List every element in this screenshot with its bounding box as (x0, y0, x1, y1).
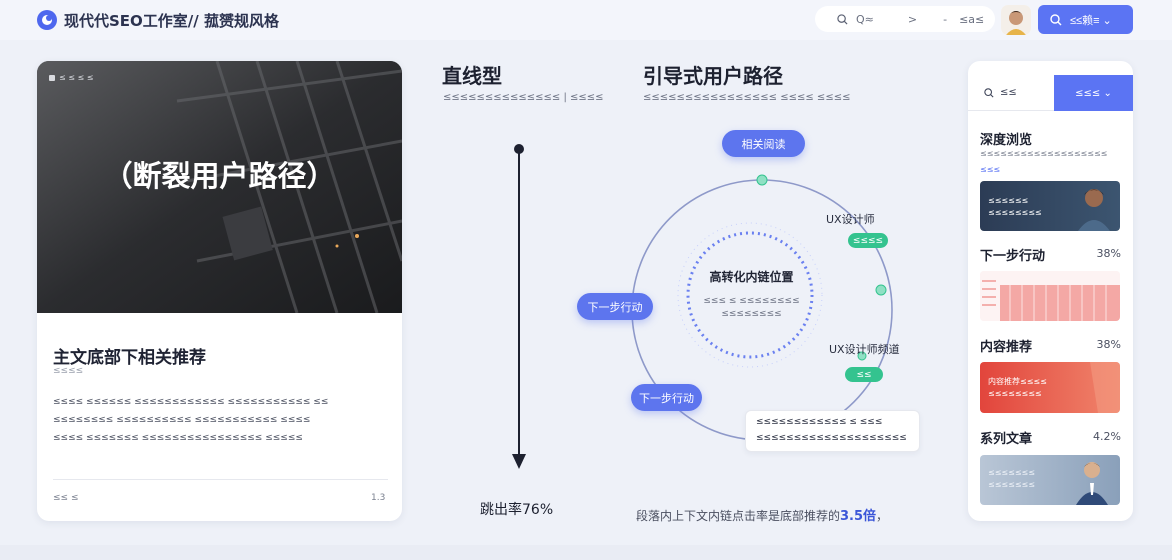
thumb-text-line: ≤≤≤≤≤≤≤ (988, 468, 1035, 477)
hero-image: ≤ ≤ ≤ ≤ （断裂用户路径） (37, 61, 402, 313)
thumb-chart[interactable] (980, 271, 1120, 321)
center-desc-line: ≤≤≤≤≤≤≤≤ (721, 309, 782, 319)
section-title-series: 系列文章 (980, 432, 1033, 447)
inner-ring-glow (677, 222, 823, 368)
sidebar-title: 深度浏览 (980, 133, 1033, 148)
section-value-series: 4.2% (1093, 430, 1121, 443)
thumb-text-line: ≤≤≤≤≤≤≤ (988, 480, 1035, 489)
broken-path-card: ≤ ≤ ≤ ≤ （断裂用户路径） 主文底部下相关推荐 ≤≤≤≤ ≤≤≤≤ ≤≤≤… (37, 61, 402, 521)
status-badge: ≤≤≤≤ (848, 233, 888, 248)
section-title-content-rec: 内容推荐 (980, 340, 1033, 355)
bounce-rate: 跳出率76% (480, 502, 554, 518)
card-footer-label: ≤≤ ≤ (53, 493, 79, 503)
linear-subtitle: ≤≤≤≤≤≤≤≤≤≤≤≤≤≤ | ≤≤≤≤ (443, 92, 604, 103)
avatar[interactable] (1001, 5, 1031, 35)
search-button-label: ≤≤赖≡ ⌄ (1070, 14, 1112, 27)
search-button[interactable]: ≤≤赖≡ ⌄ (1038, 5, 1133, 34)
person-photo-icon (1078, 189, 1110, 231)
card-footer-value: 1.3 (371, 493, 386, 503)
guided-footer-text: 段落内上下文内链点击率是底部推荐的 (636, 509, 841, 523)
section-value-next-action: 38% (1096, 247, 1121, 260)
card-body-line: ≤≤≤≤ ≤≤≤≤≤≤≤ ≤≤≤≤≤≤≤≤≤≤≤≤≤≤≤≤ ≤≤≤≤≤ (53, 433, 303, 443)
decor-shape-icon (1090, 362, 1120, 413)
search-icon (837, 13, 848, 25)
shield-icon (49, 74, 55, 81)
center-card: 高转化内链位置 ≤≤≤ ≤ ≤≤≤≤≤≤≤≤ ≤≤≤≤≤≤≤≤ (689, 268, 814, 338)
search-icon (1050, 13, 1062, 25)
right-sidebar: ≤≤ ≤≤≤ ⌄ 深度浏览 ≤≤≤≤≤≤≤≤≤≤≤≤≤≤≤≤≤≤≤ ≤≤≤ ≤≤… (968, 61, 1133, 521)
thumb-text-line: ≤≤≤≤≤≤ (988, 196, 1029, 205)
thumb-text: ≤≤≤≤≤≤ ≤≤≤≤≤≤≤≤ (988, 195, 1042, 219)
guided-footer-highlight: 3.5倍 (840, 509, 877, 524)
card-body-line: ≤≤≤≤≤≤≤≤ ≤≤≤≤≤≤≤≤≤≤ ≤≤≤≤≤≤≤≤≤≤≤ ≤≤≤≤ (53, 415, 311, 425)
mini-chart (980, 271, 1120, 321)
footer-band (0, 545, 1172, 560)
card-body: ≤≤≤≤ ≤≤≤≤≤≤ ≤≤≤≤≤≤≤≤≤≤≤≤ ≤≤≤≤≤≤≤≤≤≤≤ ≤≤ … (53, 393, 353, 447)
tab-search[interactable]: ≤≤ (968, 75, 1054, 111)
note-line: ≤≤≤≤≤≤≤≤≤≤≤≤ ≤ ≤≤≤ (756, 417, 883, 427)
node-label-ux-channel: UX设计师频道 (829, 343, 900, 356)
pill-related-reading[interactable]: 相关阅读 (722, 130, 805, 157)
center-desc-line: ≤≤≤ ≤ ≤≤≤≤≤≤≤≤ (703, 296, 800, 306)
tab-active[interactable]: ≤≤≤ ⌄ (1054, 75, 1133, 111)
thumb-text-line: ≤≤≤≤≤≤≤≤ (988, 389, 1042, 398)
card-heading: 主文底部下相关推荐 (53, 348, 206, 368)
sidebar-title-sub: ≤≤≤≤≤≤≤≤≤≤≤≤≤≤≤≤≤≤≤ (980, 149, 1108, 158)
sidebar-tabs: ≤≤ ≤≤≤ ⌄ (968, 75, 1133, 111)
guided-footer-suffix: ， (876, 509, 889, 523)
guided-title: 引导式用户路径 (643, 64, 783, 88)
hero-tag: ≤ ≤ ≤ ≤ (49, 73, 93, 82)
note-card: ≤≤≤≤≤≤≤≤≤≤≤≤ ≤ ≤≤≤ ≤≤≤≤≤≤≤≤≤≤≤≤≤≤≤≤≤≤≤≤ (745, 410, 920, 452)
guided-footer: 段落内上下文内链点击率是底部推荐的3.5倍， (636, 505, 888, 524)
thumb-text: ≤≤≤≤≤≤≤ ≤≤≤≤≤≤≤ (988, 467, 1035, 491)
card-subtitle: ≤≤≤≤ (53, 366, 84, 376)
center-desc: ≤≤≤ ≤ ≤≤≤≤≤≤≤≤ ≤≤≤≤≤≤≤≤ (689, 295, 814, 321)
inner-ring (686, 231, 814, 359)
arrow-down-icon (512, 454, 526, 469)
thumb-text-line: 内容推荐≤≤≤≤ (988, 377, 1047, 386)
hero-background (37, 61, 402, 313)
pill-next-action-bottom[interactable]: 下一步行动 (631, 384, 702, 411)
linear-title: 直线型 (442, 64, 502, 88)
pill-next-action-left[interactable]: 下一步行动 (577, 293, 653, 320)
center-title: 高转化内链位置 (709, 270, 794, 284)
status-badge: ≤≤ (845, 367, 883, 382)
section-title-next-action: 下一步行动 (980, 249, 1046, 264)
hero-tag-text: ≤ ≤ ≤ ≤ (59, 73, 94, 82)
card-body-line: ≤≤≤≤ ≤≤≤≤≤≤ ≤≤≤≤≤≤≤≤≤≤≤≤ ≤≤≤≤≤≤≤≤≤≤≤ ≤≤ (53, 397, 329, 407)
thumb-card[interactable]: 内容推荐≤≤≤≤ ≤≤≤≤≤≤≤≤ (980, 362, 1120, 413)
guided-subtitle: ≤≤≤≤≤≤≤≤≤≤≤≤≤≤≤≤ ≤≤≤≤ ≤≤≤≤ (643, 92, 851, 103)
person-photo-icon (1076, 462, 1108, 505)
linear-arrow (512, 144, 526, 469)
chevron-right-icon: > (907, 12, 918, 26)
search-tail: ≤a≤ (959, 12, 985, 26)
hero-title: （断裂用户路径） (103, 159, 336, 193)
thumb-card[interactable]: ≤≤≤≤≤≤ ≤≤≤≤≤≤≤≤ (980, 181, 1120, 231)
tab-search-label: ≤≤ (1000, 87, 1017, 98)
search-dash: - (943, 12, 948, 26)
ring-node (857, 351, 867, 361)
ring-node (875, 284, 887, 296)
avatar-icon (1001, 5, 1031, 35)
divider (53, 479, 388, 480)
sidebar-link[interactable]: ≤≤≤ (980, 165, 1001, 174)
thumb-card[interactable]: ≤≤≤≤≤≤≤ ≤≤≤≤≤≤≤ (980, 455, 1120, 505)
top-header: 现代代SEO工作室// 菰赟规风格 Q≈ > - ≤a≤ ≤≤赖≡ ⌄ (0, 0, 1172, 40)
app-title: 现代代SEO工作室// 菰赟规风格 (64, 12, 279, 30)
search-text: Q≈ (856, 12, 874, 26)
search-icon (984, 87, 994, 98)
logo-icon (37, 10, 57, 30)
thumb-text: 内容推荐≤≤≤≤ ≤≤≤≤≤≤≤≤ (988, 376, 1047, 400)
note-line: ≤≤≤≤≤≤≤≤≤≤≤≤≤≤≤≤≤≤≤≤ (756, 433, 907, 443)
node-label-ux-designer: UX设计师 (826, 213, 875, 226)
section-value-content-rec: 38% (1096, 338, 1121, 351)
ring-node (756, 174, 768, 186)
thumb-text-line: ≤≤≤≤≤≤≤≤ (988, 208, 1042, 217)
search-input[interactable]: Q≈ > - ≤a≤ (815, 6, 995, 32)
